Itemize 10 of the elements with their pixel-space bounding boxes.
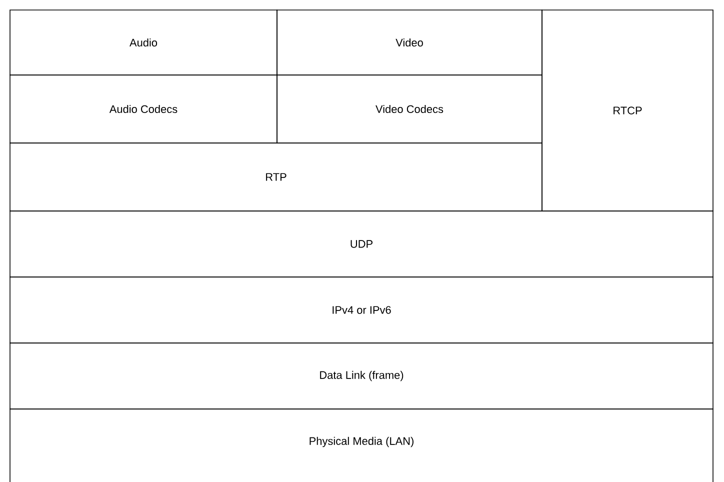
- layer-box: Audio Codecs: [10, 74, 278, 144]
- layer-box: Data Link (frame): [10, 342, 714, 410]
- layer-box: Physical Media (LAN): [10, 408, 714, 482]
- layer-box: RTCP: [542, 10, 714, 212]
- layer-box: IPv4 or IPv6: [10, 276, 714, 344]
- layer-box: Video: [276, 10, 542, 76]
- layer-box: UDP: [10, 210, 714, 278]
- layer-box: RTP: [10, 142, 542, 212]
- layer-box: Video Codecs: [276, 74, 542, 144]
- layer-box: Audio: [10, 10, 278, 76]
